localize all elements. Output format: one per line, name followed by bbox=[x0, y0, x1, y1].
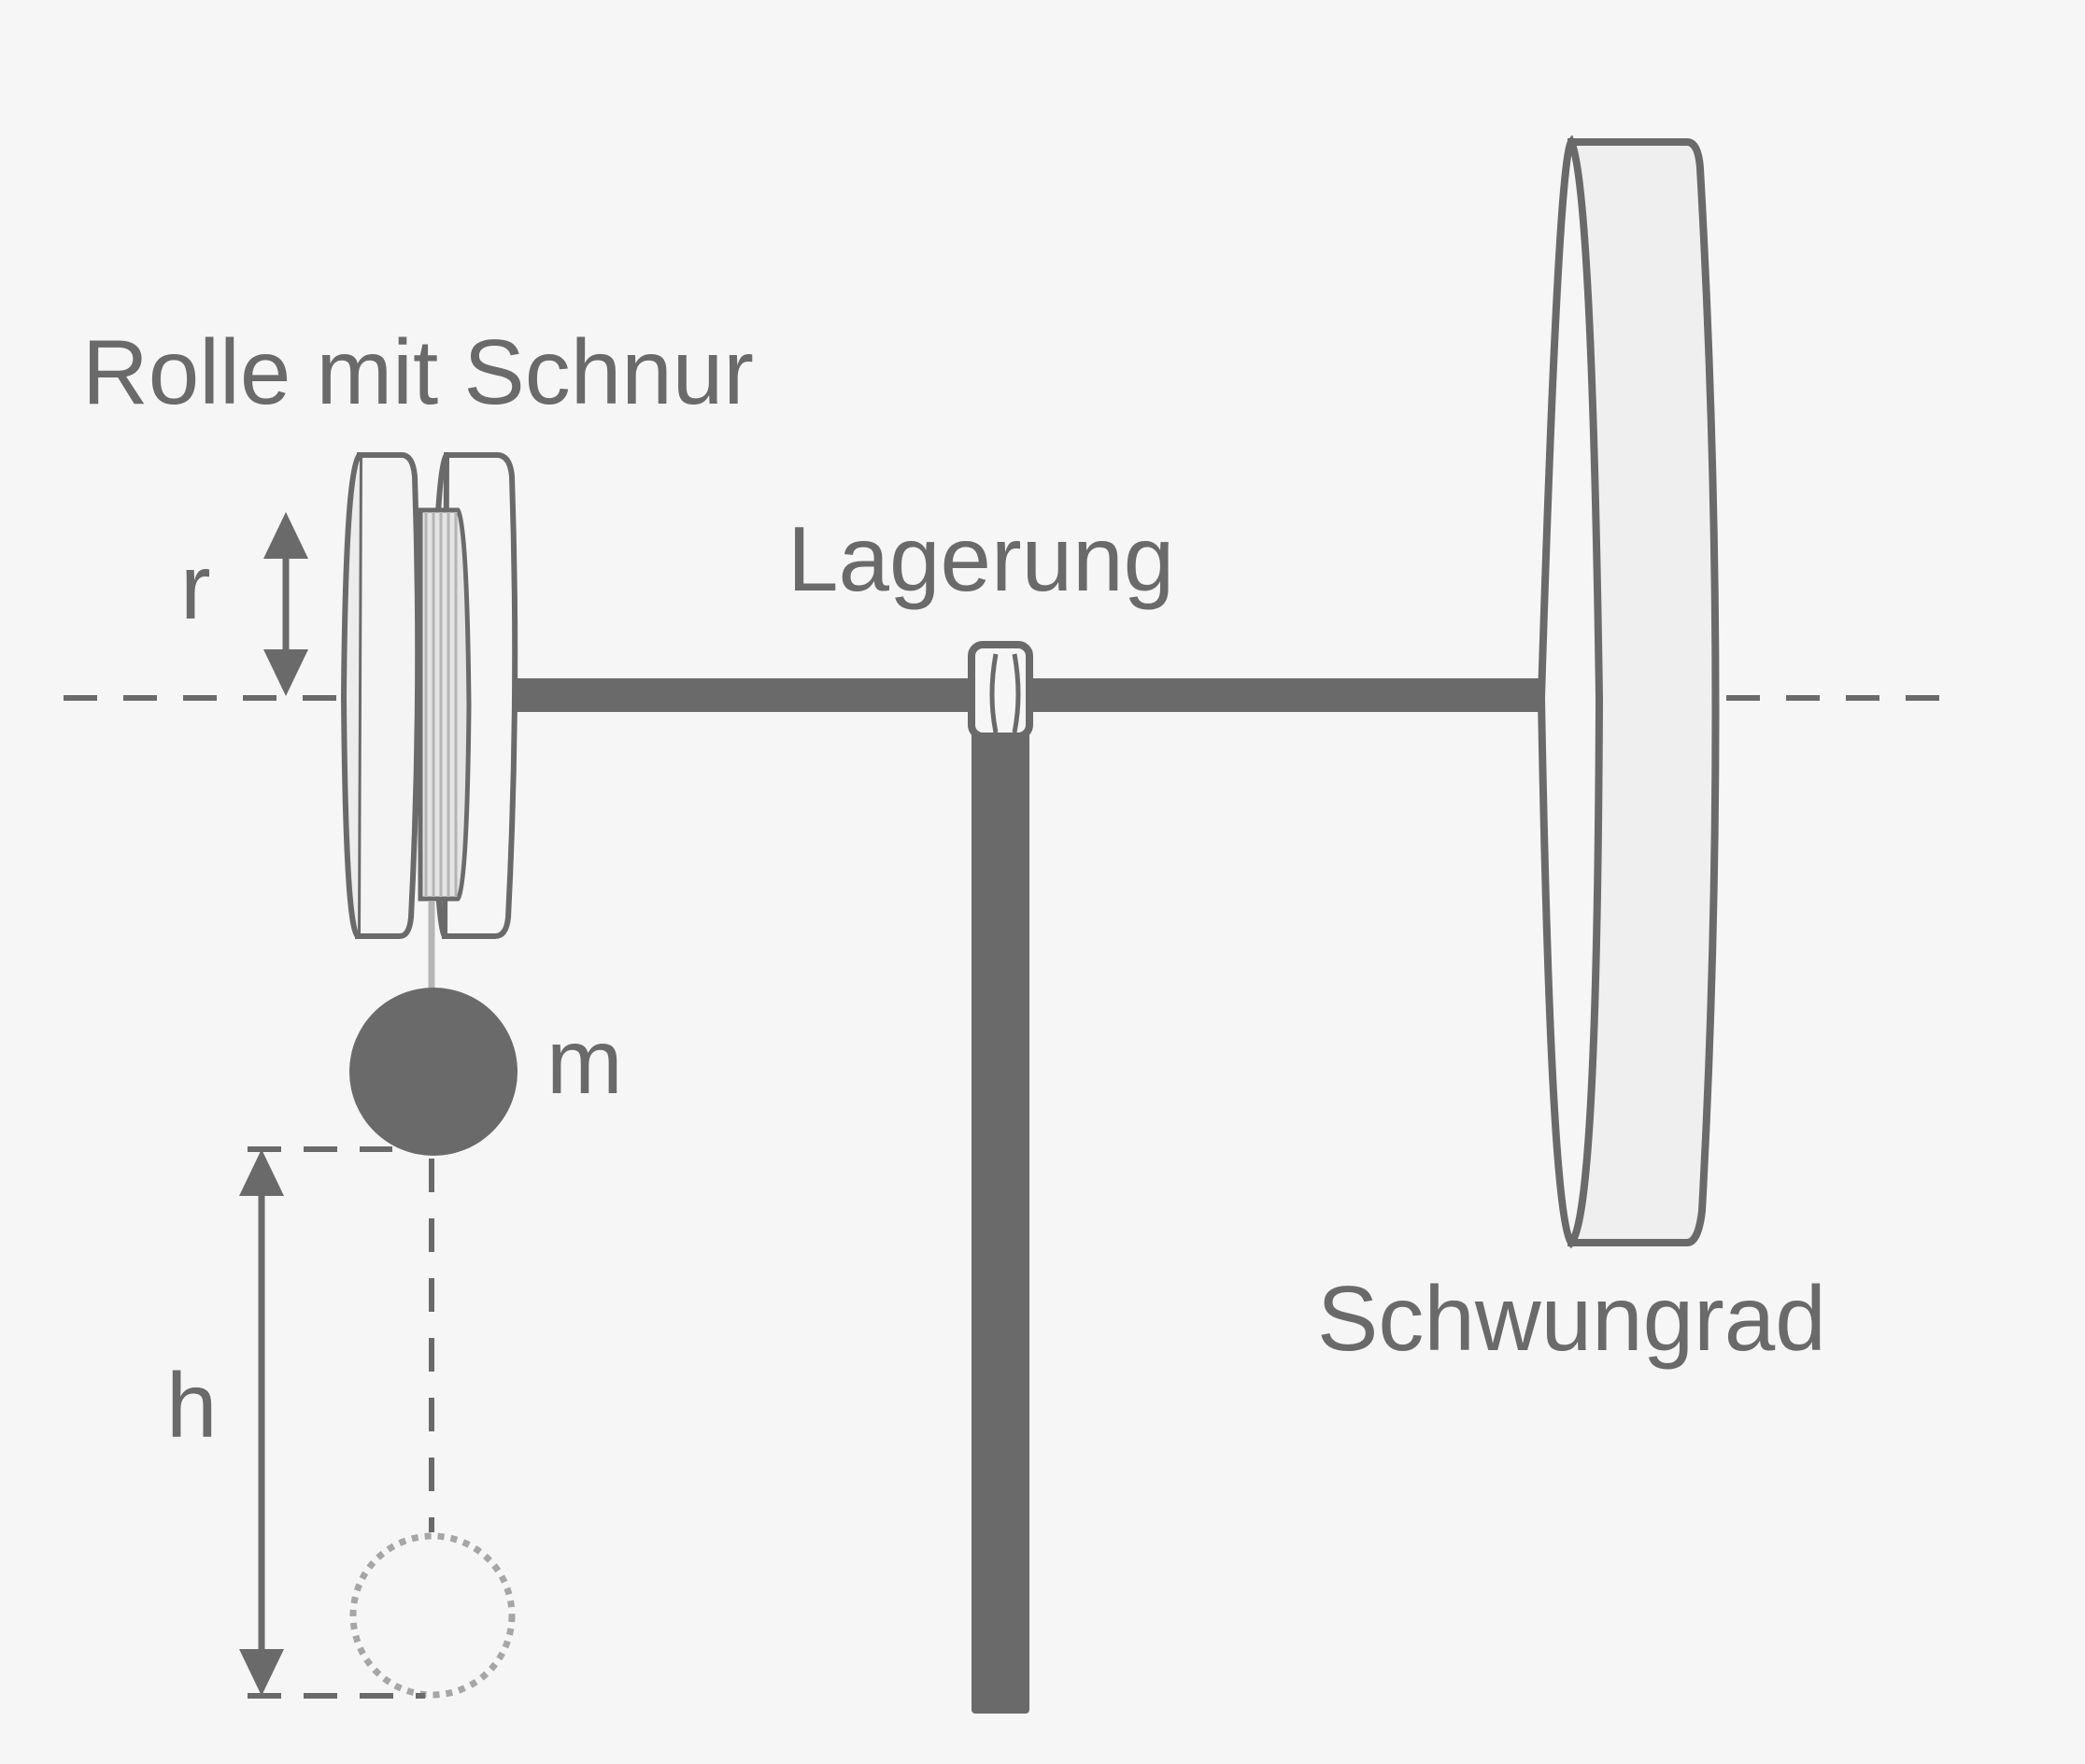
height-label: h bbox=[166, 1354, 218, 1457]
bearing-label: Lagerung bbox=[787, 507, 1174, 610]
mass-label: m bbox=[546, 1010, 623, 1113]
pulley bbox=[340, 452, 518, 989]
mass bbox=[349, 988, 518, 1156]
pulley-label: Rolle mit Schnur bbox=[82, 320, 754, 423]
stand-post bbox=[972, 712, 1029, 1714]
radius-label: r bbox=[180, 535, 211, 638]
bearing bbox=[968, 641, 1033, 740]
flywheel-label: Schwungrad bbox=[1317, 1267, 1826, 1370]
string-windings bbox=[424, 512, 458, 897]
radius-arrow bbox=[263, 512, 308, 696]
flywheel bbox=[1537, 135, 1720, 1249]
ghost-mass bbox=[349, 1532, 516, 1699]
height-arrow bbox=[239, 1149, 284, 1696]
shaft bbox=[512, 678, 1572, 712]
